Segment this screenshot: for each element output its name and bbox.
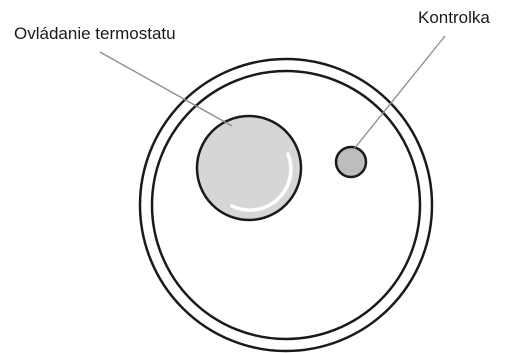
thermostat-control-label: Ovládanie termostatu [14, 24, 176, 43]
thermostat-knob[interactable] [197, 116, 301, 220]
indicator-light-label: Kontrolka [418, 8, 490, 27]
thermostat-leader-line [100, 52, 232, 126]
indicator-light [336, 147, 366, 177]
